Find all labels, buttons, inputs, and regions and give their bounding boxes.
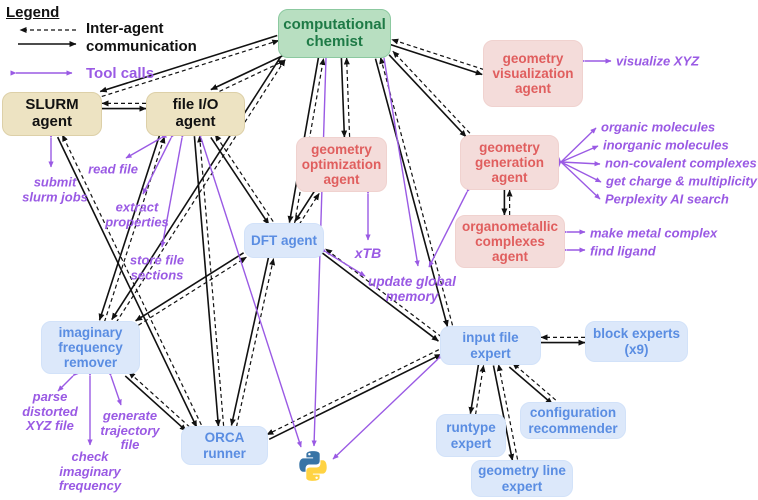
tool-generate-trajectory-file: generate trajectory file [100, 408, 160, 453]
node-orca-runner: ORCA runner [181, 426, 268, 465]
tool-call-edge [555, 159, 601, 167]
python-icon-svg [299, 451, 327, 481]
inter-agent-edge-dashed [474, 364, 486, 415]
inter-agent-edge-dashed [391, 38, 484, 71]
tool-call-edge [428, 185, 472, 268]
tool-call-edge [332, 353, 444, 460]
node-organometallic-complexes-agent: organometallic complexes agent [455, 215, 565, 268]
inter-agent-edge-solid [389, 43, 483, 76]
tool-update-global-memory: update global memory [368, 273, 456, 304]
inter-agent-edge-dashed [101, 39, 280, 98]
inter-agent-edge-dashed [512, 362, 557, 401]
tool-call-edge [319, 246, 366, 277]
node-computational-chemist: computational chemist [278, 9, 391, 58]
node-configuration-recommender: configuration recommender [520, 402, 626, 439]
inter-agent-edge-solid [229, 257, 270, 426]
tool-call-edge [196, 131, 302, 448]
tool-visualize-xyz: visualize XYZ [616, 53, 700, 69]
tool-store-file-sections: store file sections [129, 252, 185, 282]
node-input-file-expert: input file expert [440, 326, 541, 365]
inter-agent-edge-dashed [343, 57, 351, 137]
python-icon [296, 448, 330, 484]
node-geometry-generation-agent: geometry generation agent [460, 135, 559, 190]
tool-call-edge [57, 370, 79, 392]
inter-agent-edge-solid [124, 375, 187, 432]
tool-check-imaginary-frequency: check imaginary frequency [58, 449, 122, 494]
tool-submit-slurm-jobs: submit slurm jobs [22, 174, 88, 204]
node-geometry-visualization-agent: geometry visualization agent [483, 40, 583, 107]
tool-call-edge [160, 132, 186, 248]
inter-agent-edge-solid [99, 34, 278, 93]
legend-inter-agent-label: Inter-agent communication [86, 20, 197, 55]
tool-inorganic-molecules: inorganic molecules [603, 137, 729, 153]
tool-make-metal-complex: make metal complex [590, 225, 718, 241]
inter-agent-edge-solid [56, 136, 198, 428]
tool-parse-distorted-xyz-file: parse distorted XYZ file [22, 389, 78, 434]
node-slurm-agent: SLURM agent [2, 92, 102, 136]
inter-agent-edge-solid [508, 366, 553, 405]
tool-find-ligand: find ligand [590, 243, 656, 259]
tool-call-edge [106, 369, 122, 406]
node-geometry-line-expert: geometry line expert [471, 460, 573, 497]
node-block-experts: block experts (x9) [585, 321, 688, 362]
tool-extract-properties: extract properties [105, 199, 169, 229]
tool-call-edge [554, 145, 599, 167]
node-dft-agent: DFT agent [244, 223, 324, 258]
tool-call-edge [554, 157, 602, 183]
tool-xtb: xTB [354, 245, 382, 262]
inter-agent-edge-solid [210, 54, 284, 91]
tool-call-edge [555, 156, 601, 200]
tool-get-charge-multiplicity: get charge & multiplicity [606, 173, 757, 189]
node-imaginary-frequency-remover: imaginary frequency remover [41, 321, 140, 374]
inter-agent-edge-solid [492, 365, 515, 462]
inter-agent-edge-solid [388, 54, 467, 138]
inter-agent-edge-dashed [61, 134, 202, 426]
inter-agent-edge-dashed [212, 59, 286, 95]
node-geometry-optimization-agent: geometry optimization agent [296, 137, 387, 192]
tool-non-covalent-complexes: non-covalent complexes [605, 155, 757, 171]
node-file-io-agent: file I/O agent [146, 92, 245, 136]
tool-perplexity-ai-search: Perplexity AI search [605, 191, 729, 207]
inter-agent-edge-solid [468, 364, 480, 415]
tool-organic-molecules: organic molecules [601, 119, 716, 135]
inter-agent-edge-solid [111, 56, 282, 321]
inter-agent-edge-dashed [392, 50, 471, 134]
inter-agent-edge-solid [340, 58, 348, 138]
legend-tool-calls-label: Tool calls [86, 65, 155, 82]
legend-title: Legend [6, 4, 60, 21]
tool-read-file: read file [88, 161, 138, 177]
node-runtype-expert: runtype expert [436, 414, 506, 457]
tool-call-edge [380, 52, 420, 267]
inter-agent-edge-solid [210, 136, 270, 225]
inter-agent-edge-dashed [235, 258, 276, 427]
inter-agent-edge-dashed [496, 363, 519, 460]
tool-call-edge [555, 127, 597, 168]
inter-agent-edge-dashed [197, 135, 225, 426]
